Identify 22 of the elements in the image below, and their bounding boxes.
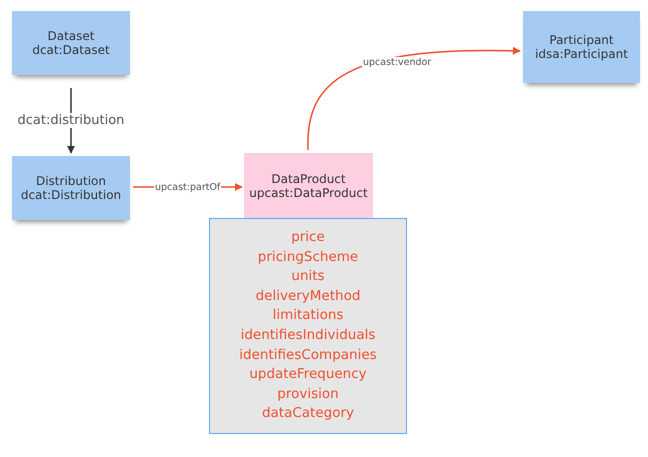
property-name: limitations <box>272 306 344 326</box>
edge-label: upcast:partOf <box>154 182 222 192</box>
node-label: DataProduct upcast:DataProduct <box>248 172 369 200</box>
node-label: Participant idsa:Participant <box>534 33 629 61</box>
property-name: identifiesIndividuals <box>240 326 376 345</box>
property-name: deliveryMethod <box>256 286 360 306</box>
node-label: Dataset dcat:Dataset <box>31 29 111 57</box>
sticky-note <box>244 153 373 218</box>
sticky-note <box>12 156 130 220</box>
property-name: units <box>291 267 325 286</box>
property-name: identifiesCompanies <box>239 346 377 365</box>
edge-label: dcat:distribution <box>16 113 126 128</box>
property-list-box <box>209 218 407 434</box>
property-name: provision <box>277 384 339 404</box>
property-name: price <box>291 228 325 248</box>
node-label: Distribution dcat:Distribution <box>20 174 122 202</box>
edge-label: upcast:vendor <box>362 56 432 68</box>
sticky-note <box>12 11 130 75</box>
sticky-note <box>523 11 640 83</box>
property-name: dataCategory <box>262 404 354 424</box>
property-name: updateFrequency <box>249 365 367 384</box>
property-name: pricingScheme <box>258 248 358 267</box>
